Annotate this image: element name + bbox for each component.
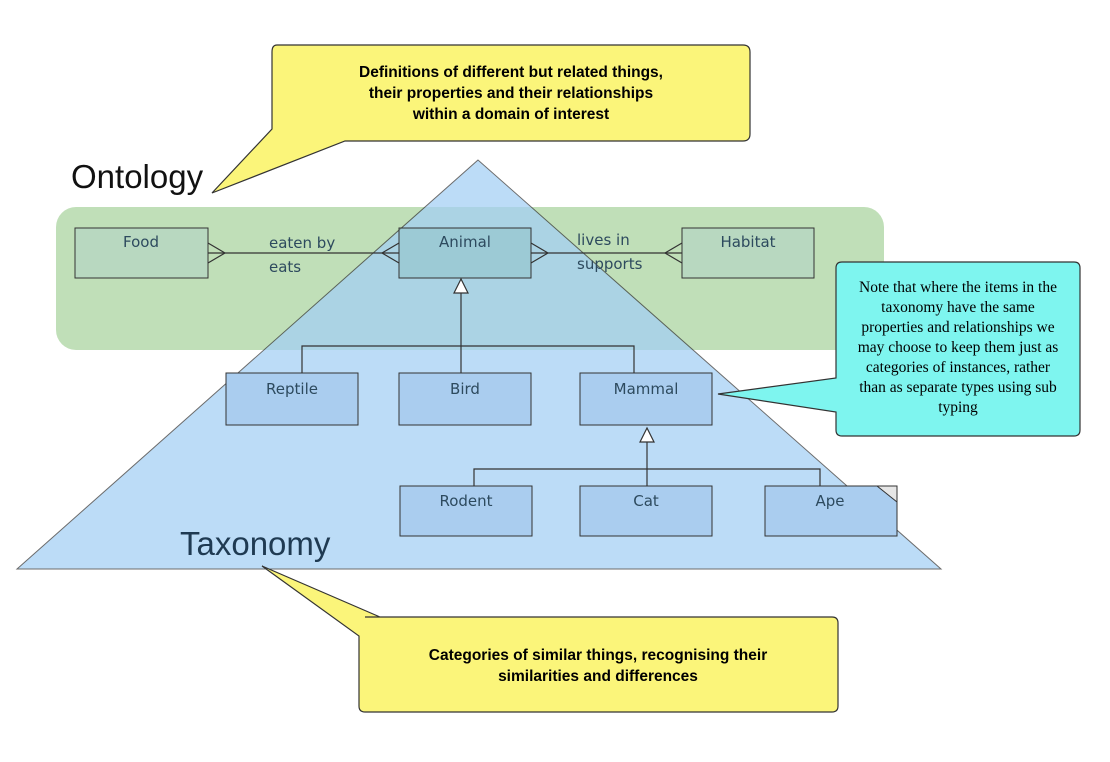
entity-rodent: Rodent [399,485,533,537]
entity-bird-label: Bird [450,380,480,398]
mammal-generalization-arrow [639,426,655,443]
note-line-1: Note that where the items in the [859,279,1057,296]
entity-cat-label: Cat [633,492,659,510]
ontology-callout: Definitions of different but related thi… [211,44,751,194]
ontology-title: Ontology [71,158,204,195]
animal-children-bar [301,345,635,373]
entity-animal-label: Animal [439,233,491,251]
entity-food: Food [74,227,209,279]
rel-eaten-by: eaten by [269,234,335,252]
entity-habitat-label: Habitat [720,233,775,251]
taxonomy-callout-line-2: similarities and differences [498,668,698,685]
relationship-lines [207,242,683,264]
ontology-callout-line-1: Definitions of different but related thi… [359,64,663,81]
rel-eats: eats [269,258,301,276]
taxonomy-title: Taxonomy [180,525,331,562]
note-line-6: than as separate types using sub [859,379,1057,396]
entity-habitat: Habitat [681,227,815,279]
entity-cat: Cat [579,485,713,537]
inheritance-lines [301,293,821,486]
entity-rodent-label: Rodent [439,492,492,510]
entity-ape: Ape [764,485,898,537]
note-line-3: properties and relationships we [861,319,1054,336]
entity-reptile: Reptile [225,372,359,426]
note-line-7: typing [938,399,978,416]
ontology-callout-line-2: their properties and their relationships [369,85,653,102]
rel-supports: supports [577,255,643,273]
mammal-children-bar [473,468,821,486]
animal-left-crowfoot [380,242,400,264]
habitat-crowfoot [663,242,683,264]
rel-lives-in: lives in [577,231,630,249]
entity-ape-label: Ape [815,492,844,510]
entity-reptile-label: Reptile [266,380,318,398]
ontology-callout-line-3: within a domain of interest [412,106,609,123]
taxonomy-callout: Categories of similar things, recognisin… [261,565,839,713]
animal-generalization-arrow [453,277,469,294]
taxonomy-callout-line-1: Categories of similar things, recognisin… [429,647,767,664]
taxonomy-triangle [15,159,943,570]
entity-mammal: Mammal [579,372,713,426]
entity-animal: Animal [398,227,532,279]
animal-right-crowfoot [530,242,550,264]
entity-mammal-label: Mammal [614,380,679,398]
note-line-5: categories of instances, rather [866,359,1051,376]
note-callout: Note that where the items in the taxonom… [717,261,1081,437]
note-line-2: taxonomy have the same [881,299,1035,316]
food-crowfoot [207,242,227,264]
entity-food-label: Food [123,233,159,251]
note-line-4: may choose to keep them just as [858,339,1059,356]
entity-bird: Bird [398,372,532,426]
